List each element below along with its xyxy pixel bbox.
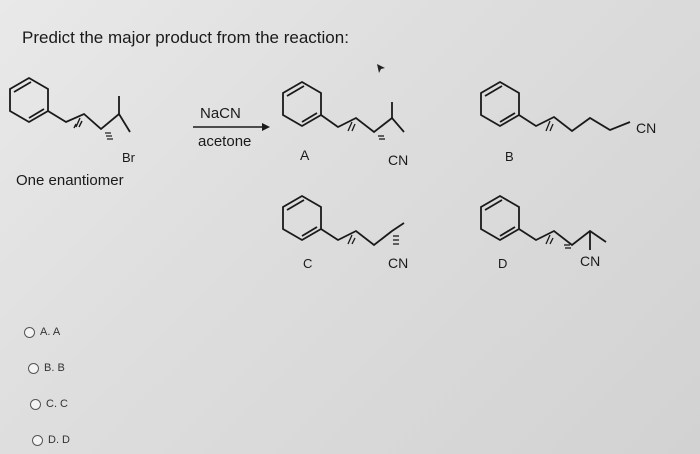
product-d-hash-bond [545, 234, 571, 249]
reactant-br-label: Br [122, 150, 136, 165]
product-c-cn-label: CN [388, 255, 408, 271]
product-c-hash-bond [347, 234, 399, 245]
reagent-nacn: NaCN [200, 105, 241, 122]
product-a-label: A [300, 147, 310, 163]
reactant-hash-bond-1 [73, 117, 83, 129]
option-d-label: D. D [48, 434, 70, 446]
product-a-molecule [282, 80, 405, 134]
reactant-molecule [9, 76, 131, 133]
product-c-label: C [303, 256, 312, 271]
mouse-cursor-icon [377, 64, 385, 73]
product-d-molecule [480, 194, 607, 250]
product-b-molecule [480, 80, 631, 133]
reactant-hash-bond-2 [105, 132, 113, 140]
answer-options: A. A B. B C. C D. D [24, 322, 70, 450]
option-d[interactable]: D. D [32, 430, 70, 450]
option-b-label: B. B [44, 362, 65, 374]
option-c-label: C. C [46, 398, 68, 410]
product-a-hash-bond [347, 121, 385, 140]
radio-icon[interactable] [28, 362, 39, 374]
radio-icon[interactable] [30, 398, 41, 410]
radio-icon[interactable] [32, 434, 43, 446]
reagent-acetone: acetone [198, 133, 251, 150]
product-c-molecule [282, 194, 405, 247]
reaction-arrow-head [262, 123, 270, 131]
product-a-cn-label: CN [388, 152, 408, 168]
product-d-cn-label: CN [580, 253, 600, 269]
option-c[interactable]: C. C [30, 394, 70, 414]
radio-icon[interactable] [24, 326, 35, 338]
option-b[interactable]: B. B [28, 358, 70, 378]
product-b-hash-bond [545, 120, 554, 132]
option-a[interactable]: A. A [24, 322, 70, 342]
product-b-cn-label: CN [636, 120, 656, 136]
product-b-label: B [505, 149, 514, 164]
reactant-caption: One enantiomer [16, 172, 124, 189]
option-a-label: A. A [40, 326, 61, 338]
reaction-scheme: Br One enantiomer NaCN acetone A CN B CN [9, 76, 656, 271]
product-d-label: D [498, 256, 507, 271]
question-title: Predict the major product from the react… [22, 28, 349, 47]
